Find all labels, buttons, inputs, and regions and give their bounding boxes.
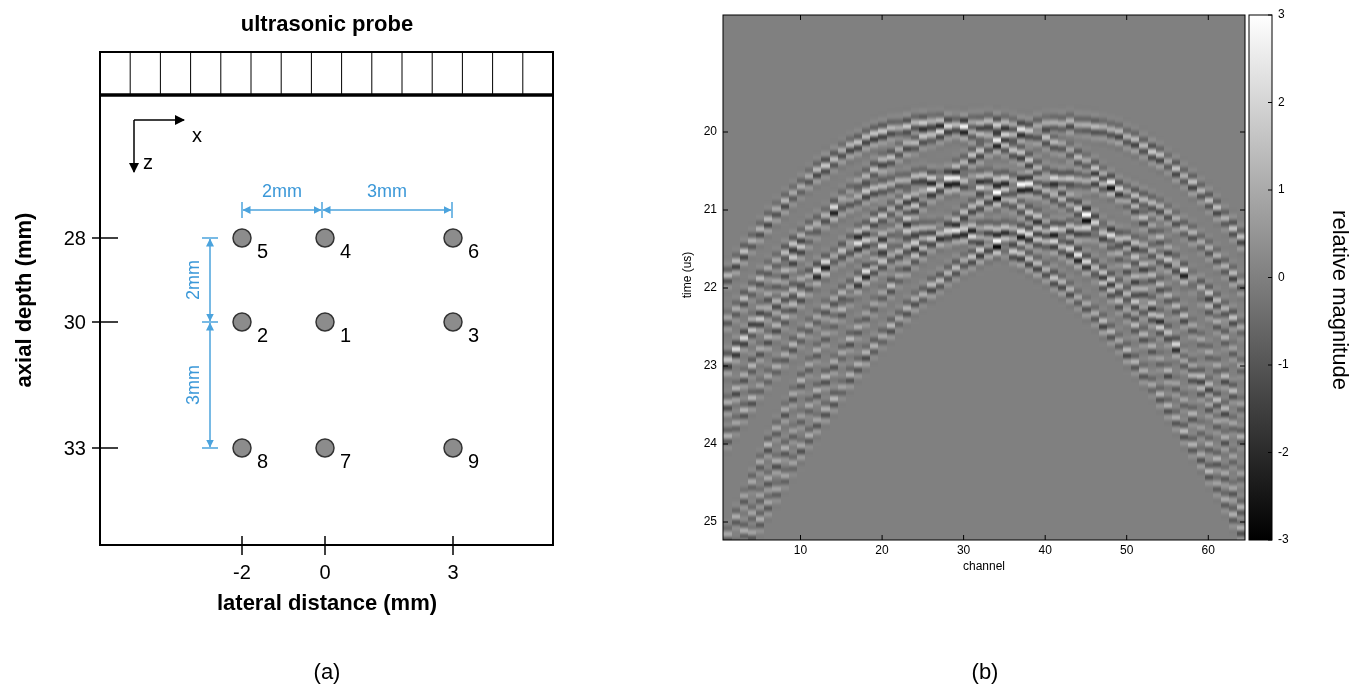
plot-frame	[723, 15, 1245, 540]
tick-label: 22	[704, 281, 717, 295]
probe-title: ultrasonic probe	[241, 11, 413, 36]
target-number: 5	[257, 240, 268, 263]
axis-title: channel	[963, 560, 1005, 574]
dimension-label: 3mm	[367, 181, 407, 202]
tick-label: 3	[447, 561, 458, 584]
axis-title: lateral distance (mm)	[217, 590, 437, 615]
axis-name: z	[143, 151, 153, 174]
colorbar-label: -1	[1278, 358, 1289, 372]
target-number: 1	[340, 324, 351, 347]
tick-label: 50	[1120, 544, 1133, 558]
target-number: 8	[257, 450, 268, 473]
colorbar-label: -2	[1278, 446, 1289, 460]
probe-face	[99, 93, 554, 97]
target-number: 2	[257, 324, 268, 347]
dimension-lines	[202, 202, 452, 448]
probe-array	[100, 52, 553, 95]
tick-label: 10	[794, 544, 807, 558]
dimension-label: 3mm	[183, 365, 204, 405]
tick-label: 24	[704, 437, 717, 451]
tick-label: 20	[875, 544, 888, 558]
echo-image	[723, 15, 1245, 540]
axis-title: axial depth (mm)	[11, 213, 36, 388]
axis-name: x	[192, 124, 202, 147]
target-number: 7	[340, 450, 351, 473]
tick-label: 33	[64, 437, 86, 460]
target-number: 9	[468, 450, 479, 473]
colorbar-label: 2	[1278, 96, 1285, 110]
colorbar-ticks	[1268, 15, 1272, 540]
axis-title: time (us)	[681, 252, 695, 299]
dimension-label: 2mm	[262, 181, 302, 202]
panel-label: (a)	[314, 659, 341, 684]
point-targets	[233, 229, 462, 457]
tick-label: 40	[1038, 544, 1051, 558]
target-number: 6	[468, 240, 479, 263]
colorbar-label: 3	[1278, 8, 1285, 22]
tick-label: 25	[704, 515, 717, 529]
colorbar-label: -3	[1278, 533, 1289, 547]
plot-ticks	[723, 15, 1245, 540]
tick-label: 23	[704, 359, 717, 373]
tick-label: 21	[704, 203, 717, 217]
colorbar	[1249, 15, 1272, 540]
target-number: 3	[468, 324, 479, 347]
tick-label: 30	[957, 544, 970, 558]
colorbar-label: 1	[1278, 183, 1285, 197]
dimension-label: 2mm	[183, 260, 204, 300]
tick-label: 30	[64, 311, 86, 334]
axis-ticks	[92, 238, 453, 555]
coordinate-axes	[134, 120, 184, 172]
tick-label: 20	[704, 125, 717, 139]
tick-label: 28	[64, 227, 86, 250]
target-number: 4	[340, 240, 351, 263]
colorbar-title: relative magnitude	[1327, 210, 1352, 390]
tick-label: 60	[1202, 544, 1215, 558]
tick-label: -2	[233, 561, 251, 584]
tick-label: 0	[319, 561, 330, 584]
panel-label: (b)	[972, 659, 999, 684]
colorbar-label: 0	[1278, 271, 1285, 285]
medium-box	[100, 95, 553, 545]
